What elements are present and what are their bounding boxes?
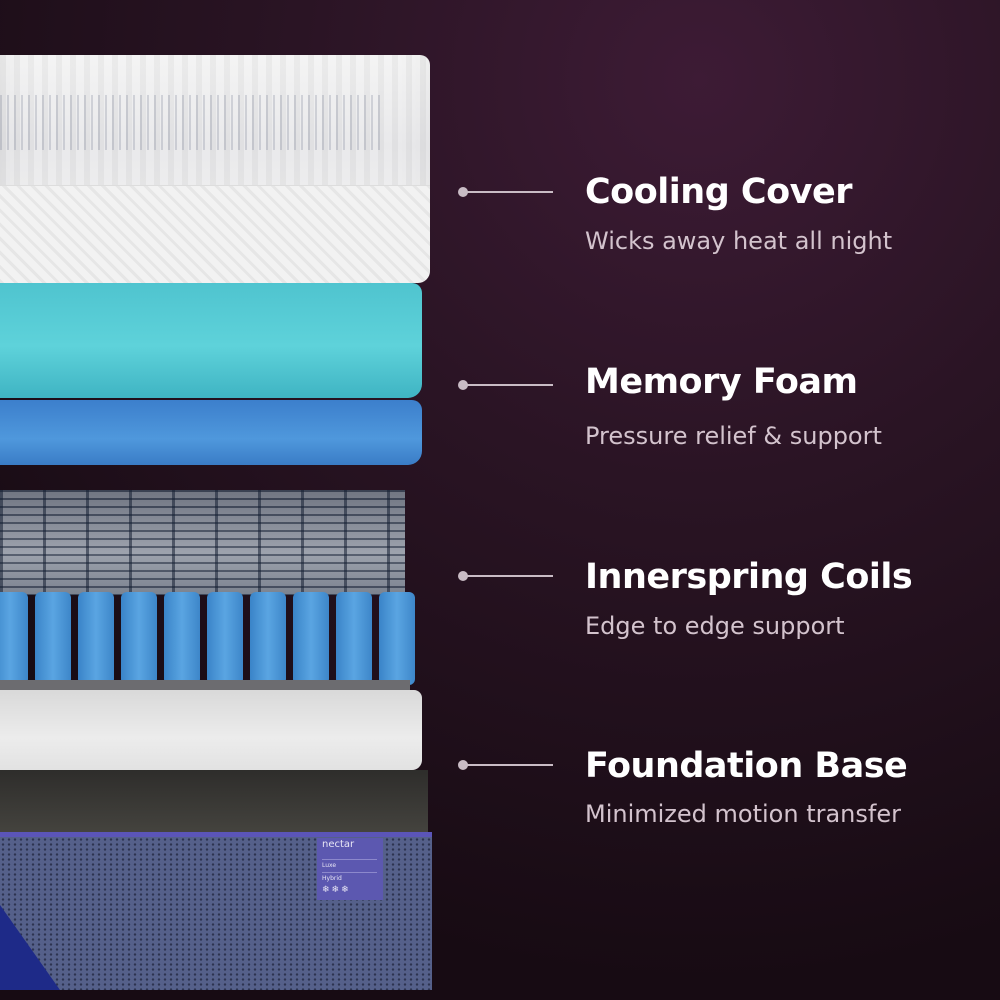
- layer-title: Foundation Base: [585, 746, 908, 786]
- base-edge-trim: [0, 832, 432, 837]
- tag-brand: nectar: [322, 839, 355, 850]
- tag-line1: Luxe: [322, 859, 377, 869]
- cover-stitch-band: [0, 95, 380, 150]
- layer-subtitle: Edge to edge support: [585, 612, 845, 640]
- support-foam-layer: [0, 400, 422, 465]
- pocket-coil: [78, 592, 114, 685]
- layer-title: Cooling Cover: [585, 172, 852, 212]
- callout-line: [463, 384, 553, 386]
- cover-front-face: [0, 185, 430, 283]
- pocket-coil: [164, 592, 200, 685]
- layer-subtitle: Pressure relief & support: [585, 422, 882, 450]
- callout-line: [463, 191, 553, 193]
- brand-tag: nectar Luxe Hybrid ❄❄❄: [317, 838, 383, 900]
- callout-line: [463, 764, 553, 766]
- transition-foam-layer: [0, 690, 422, 770]
- tag-line2: Hybrid: [322, 872, 377, 882]
- coil-springs: [0, 490, 405, 595]
- memory-foam-layer: [0, 283, 422, 398]
- pocket-coil: [336, 592, 372, 685]
- pocket-coil: [250, 592, 286, 685]
- pocket-coil: [293, 592, 329, 685]
- layer-subtitle: Wicks away heat all night: [585, 227, 893, 255]
- pocket-coil: [35, 592, 71, 685]
- base-interior: [0, 770, 428, 835]
- layer-subtitle: Minimized motion transfer: [585, 800, 901, 828]
- pocket-coil: [121, 592, 157, 685]
- pocket-coil: [207, 592, 243, 685]
- pocket-coil: [0, 592, 28, 685]
- layer-title: Memory Foam: [585, 362, 858, 402]
- snowflake-icon: ❄❄❄: [322, 885, 351, 895]
- pocket-coil: [379, 592, 415, 685]
- layer-title: Innerspring Coils: [585, 557, 913, 597]
- callout-line: [463, 575, 553, 577]
- coil-base: [0, 680, 410, 690]
